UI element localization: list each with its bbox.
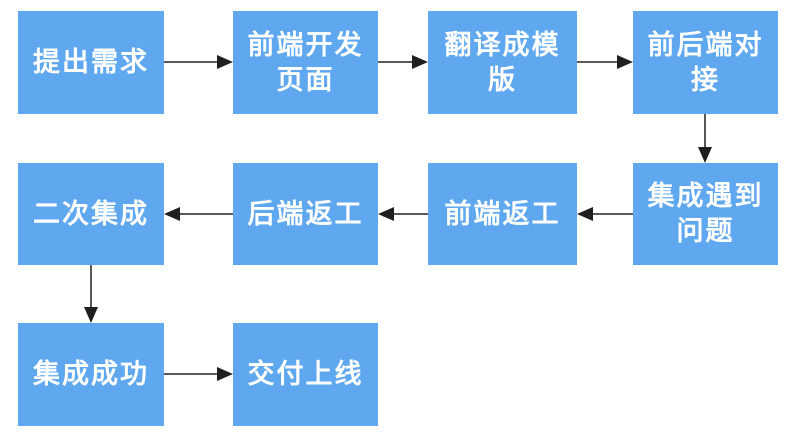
node-translate-to-template: 翻译成模版 — [428, 11, 577, 114]
arrow-second-int-to-success — [84, 265, 98, 323]
arrow-line — [164, 61, 220, 63]
arrow-line — [177, 213, 233, 215]
node-label: 集成遇到问题 — [647, 181, 764, 246]
node-label: 二次集成 — [33, 198, 149, 229]
node-backend-rework: 后端返工 — [233, 163, 378, 265]
node-frontend-rework: 前端返工 — [428, 163, 577, 265]
node-label: 后端返工 — [247, 198, 364, 229]
arrowhead-left-icon — [378, 207, 394, 221]
arrow-problem-to-frontend-rework — [577, 207, 633, 221]
arrowhead-right-icon — [412, 55, 428, 69]
arrow-line — [378, 61, 415, 63]
node-frontend-backend-connect: 前后端对接 — [633, 11, 778, 114]
node-propose-requirements: 提出需求 — [18, 11, 164, 114]
arrowhead-right-icon — [217, 55, 233, 69]
arrow-line — [164, 373, 220, 375]
arrowhead-left-icon — [164, 207, 180, 221]
node-deliver-launch: 交付上线 — [233, 323, 378, 426]
arrowhead-down-icon — [698, 147, 712, 163]
node-integration-problem: 集成遇到问题 — [633, 163, 778, 265]
node-label: 翻译成模版 — [444, 29, 561, 95]
node-label: 集成成功 — [33, 359, 149, 389]
arrow-line — [577, 61, 620, 63]
arrowhead-left-icon — [577, 207, 593, 221]
arrowhead-right-icon — [617, 55, 633, 69]
node-integration-success: 集成成功 — [18, 323, 164, 426]
arrowhead-right-icon — [217, 367, 233, 381]
node-label: 前端返工 — [444, 198, 561, 229]
arrow-success-to-deliver — [164, 367, 233, 381]
arrow-line — [704, 114, 706, 148]
arrow-line — [90, 265, 92, 308]
node-label: 前端开发页面 — [247, 29, 364, 95]
arrow-frontend-to-backend-rework — [378, 207, 428, 221]
arrow-backend-rework-to-second-int — [164, 207, 233, 221]
arrow-line — [590, 213, 633, 215]
node-label: 前后端对接 — [647, 29, 764, 95]
arrow-frontend-dev-to-template — [378, 55, 428, 69]
node-label: 交付上线 — [247, 359, 364, 389]
node-second-integration: 二次集成 — [18, 163, 164, 265]
arrow-line — [391, 213, 428, 215]
arrowhead-down-icon — [84, 307, 98, 323]
node-frontend-develop-page: 前端开发页面 — [233, 11, 378, 114]
arrow-connect-to-problem — [698, 114, 712, 163]
node-label: 提出需求 — [33, 47, 149, 77]
arrow-template-to-connect — [577, 55, 633, 69]
arrow-propose-to-frontend-dev — [164, 55, 233, 69]
